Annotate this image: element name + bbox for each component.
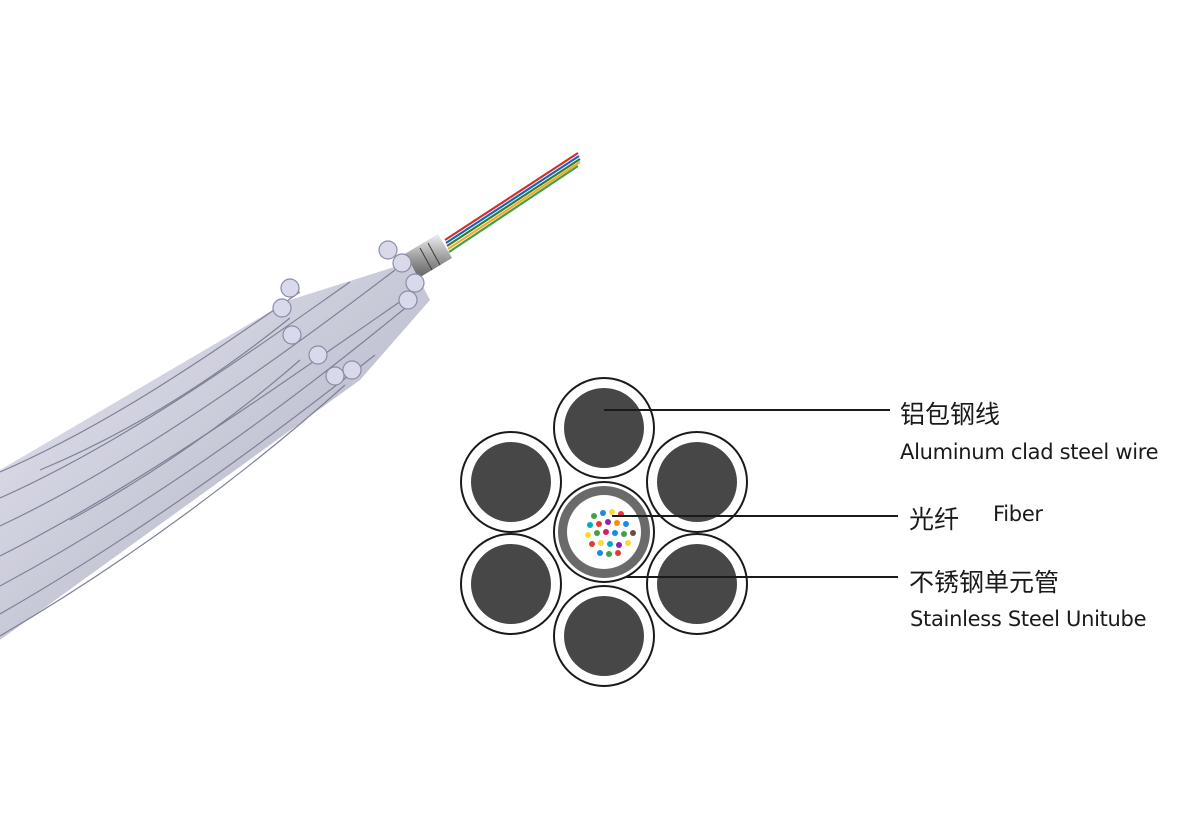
label-wire-zh: 铝包钢线 — [900, 400, 1001, 429]
cross-section — [460, 377, 898, 687]
aluminum-clad-steel-wire — [460, 377, 748, 687]
label-tube-zh: 不锈钢单元管 — [909, 568, 1060, 597]
label-tube-en: Stainless Steel Unitube — [910, 607, 1147, 631]
label-fiber-en: Fiber — [993, 502, 1043, 526]
cable-strands — [0, 269, 421, 637]
label-wire-en: Aluminum clad steel wire — [900, 440, 1159, 464]
strand-ends — [272, 240, 425, 386]
label-fiber-zh: 光纤 — [909, 505, 960, 534]
fiber-bundle — [444, 152, 581, 253]
cable-illustration — [0, 152, 581, 640]
cable-body — [0, 262, 430, 640]
fiber-dots — [585, 509, 636, 557]
